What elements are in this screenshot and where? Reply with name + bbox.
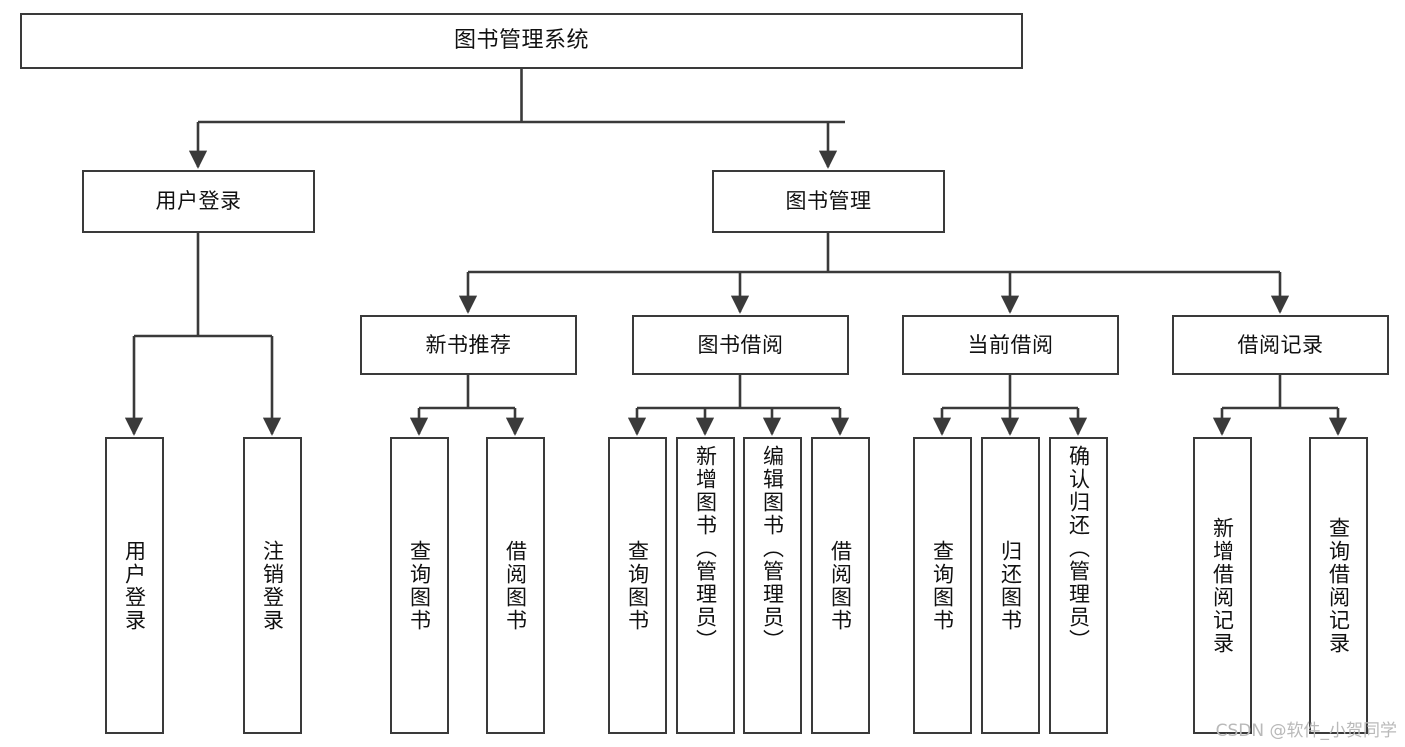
node-label: 图书管理: [785, 189, 872, 214]
node-new-book-recommend[interactable]: 新书推荐: [360, 315, 577, 375]
node-label: 查询图书: [407, 539, 432, 632]
node-book-borrow[interactable]: 图书借阅: [632, 315, 849, 375]
node-label: 新增图书（管理员）: [693, 445, 718, 652]
leaf-edit-book-admin[interactable]: 编辑图书（管理员）: [743, 437, 802, 734]
node-label: 用户登录: [122, 539, 147, 632]
node-label: 新书推荐: [425, 332, 512, 357]
node-label: 借阅图书: [503, 539, 528, 632]
leaf-user-login[interactable]: 用户登录: [105, 437, 164, 734]
node-label: 编辑图书（管理员）: [760, 445, 785, 652]
node-label: 借阅图书: [828, 539, 853, 632]
leaf-user-logout[interactable]: 注销登录: [243, 437, 302, 734]
node-label: 图书借阅: [697, 332, 784, 357]
node-label: 查询借阅记录: [1326, 516, 1351, 655]
leaf-query-book-recommend[interactable]: 查询图书: [390, 437, 449, 734]
node-label: 归还图书: [998, 539, 1023, 632]
leaf-add-borrow-record[interactable]: 新增借阅记录: [1193, 437, 1252, 734]
leaf-query-borrow-record[interactable]: 查询借阅记录: [1309, 437, 1368, 734]
leaf-confirm-return-admin[interactable]: 确认归还（管理员）: [1049, 437, 1108, 734]
node-label: 当前借阅: [967, 332, 1054, 357]
csdn-watermark: CSDN @软件_小贺同学: [1215, 721, 1397, 741]
node-borrow-record[interactable]: 借阅记录: [1172, 315, 1389, 375]
node-book-management[interactable]: 图书管理: [712, 170, 945, 233]
node-label: 新增借阅记录: [1210, 516, 1235, 655]
leaf-return-book[interactable]: 归还图书: [981, 437, 1040, 734]
leaf-borrow-book-borrow[interactable]: 借阅图书: [811, 437, 870, 734]
node-current-borrow[interactable]: 当前借阅: [902, 315, 1119, 375]
node-label: 查询图书: [625, 539, 650, 632]
node-label: 查询图书: [930, 539, 955, 632]
node-label: 注销登录: [260, 539, 285, 632]
node-label: 用户登录: [155, 189, 242, 214]
leaf-query-book-current[interactable]: 查询图书: [913, 437, 972, 734]
leaf-query-book-borrow[interactable]: 查询图书: [608, 437, 667, 734]
node-user-login[interactable]: 用户登录: [82, 170, 315, 233]
node-label: 借阅记录: [1237, 332, 1324, 357]
leaf-add-book-admin[interactable]: 新增图书（管理员）: [676, 437, 735, 734]
node-label: 确认归还（管理员）: [1066, 445, 1091, 652]
node-root-book-management-system[interactable]: 图书管理系统: [20, 13, 1023, 69]
leaf-borrow-book-recommend[interactable]: 借阅图书: [486, 437, 545, 734]
node-label: 图书管理系统: [453, 28, 589, 54]
